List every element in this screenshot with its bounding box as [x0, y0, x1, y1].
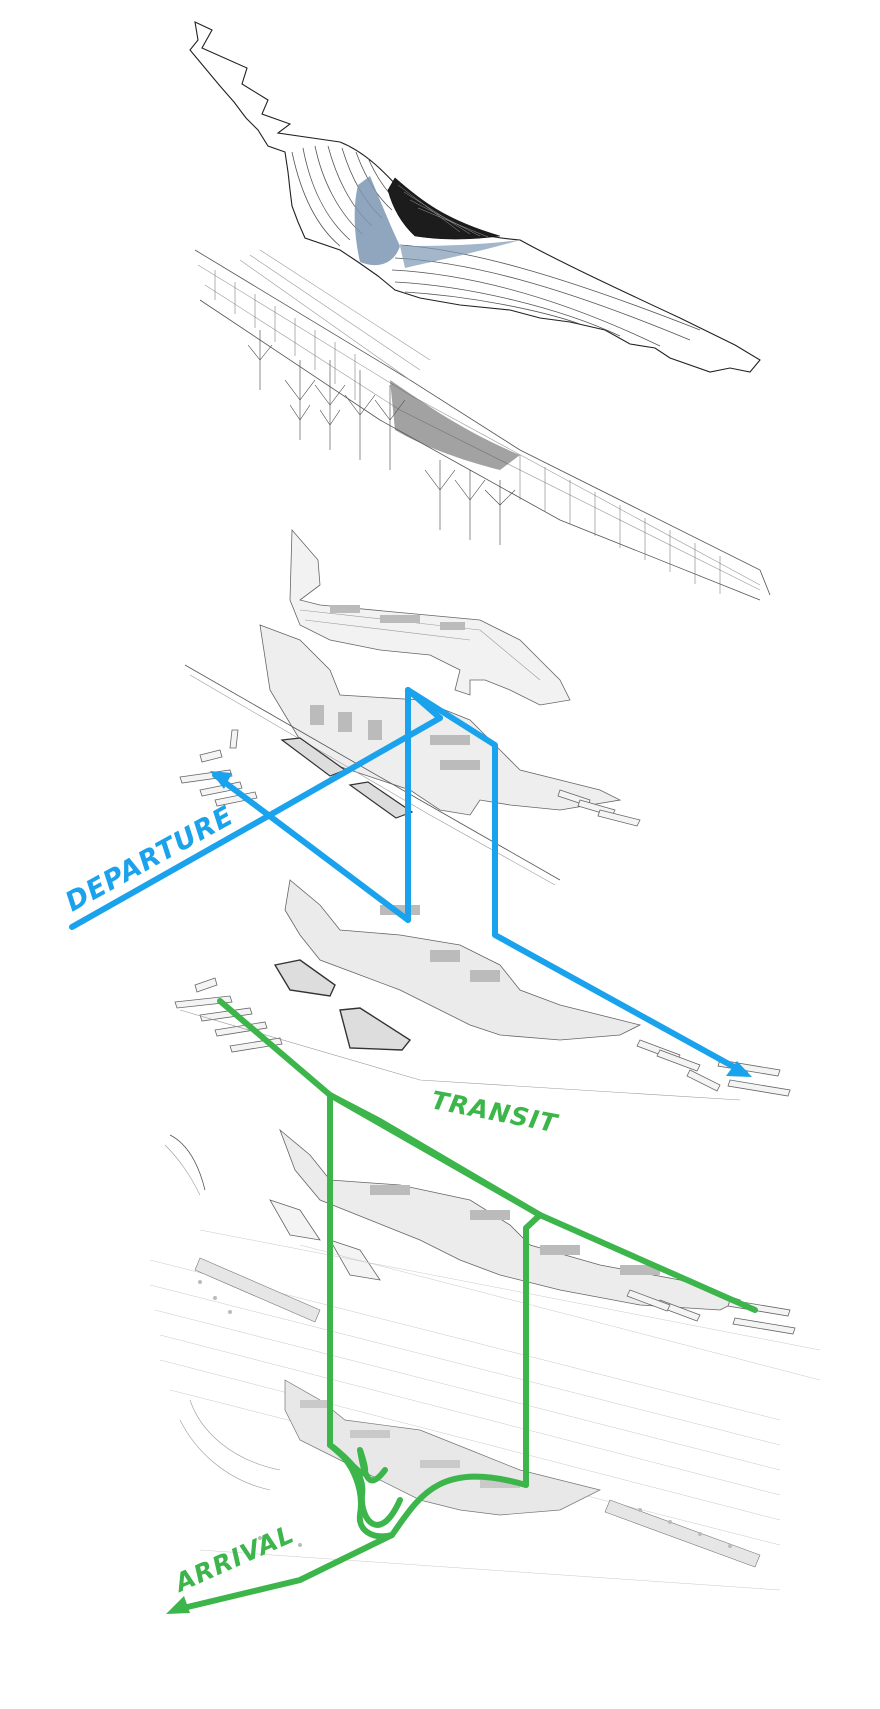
roof-skylight-blue [354, 176, 400, 266]
concourse-floor-layer [174, 879, 791, 1101]
departure-route-main [69, 715, 443, 930]
transit-floor-layer [164, 1128, 796, 1335]
upper-floor-layer [289, 528, 571, 706]
arrival-arrowhead [166, 1596, 190, 1614]
departure-arrowhead-pier [726, 1061, 752, 1077]
departure-arrowhead-gate [210, 771, 232, 789]
roof-layer [189, 21, 761, 373]
arrival-loop [327, 1442, 529, 1540]
transit-vertical-right [523, 1212, 543, 1488]
departure-route-upper [405, 687, 748, 1076]
arrival-route-exit [172, 1532, 395, 1613]
departure-route-diagonal [212, 772, 411, 923]
transit-route-branch [327, 1092, 543, 1218]
departure-flow [69, 687, 748, 1076]
mezzanine-outline [289, 528, 571, 706]
structure-layer [194, 249, 771, 601]
transit-label: TRANSIT [429, 1085, 561, 1138]
roof-outline [189, 21, 761, 373]
roof-skylight-dark [387, 177, 501, 240]
departure-label: DEPARTURE [60, 800, 239, 918]
